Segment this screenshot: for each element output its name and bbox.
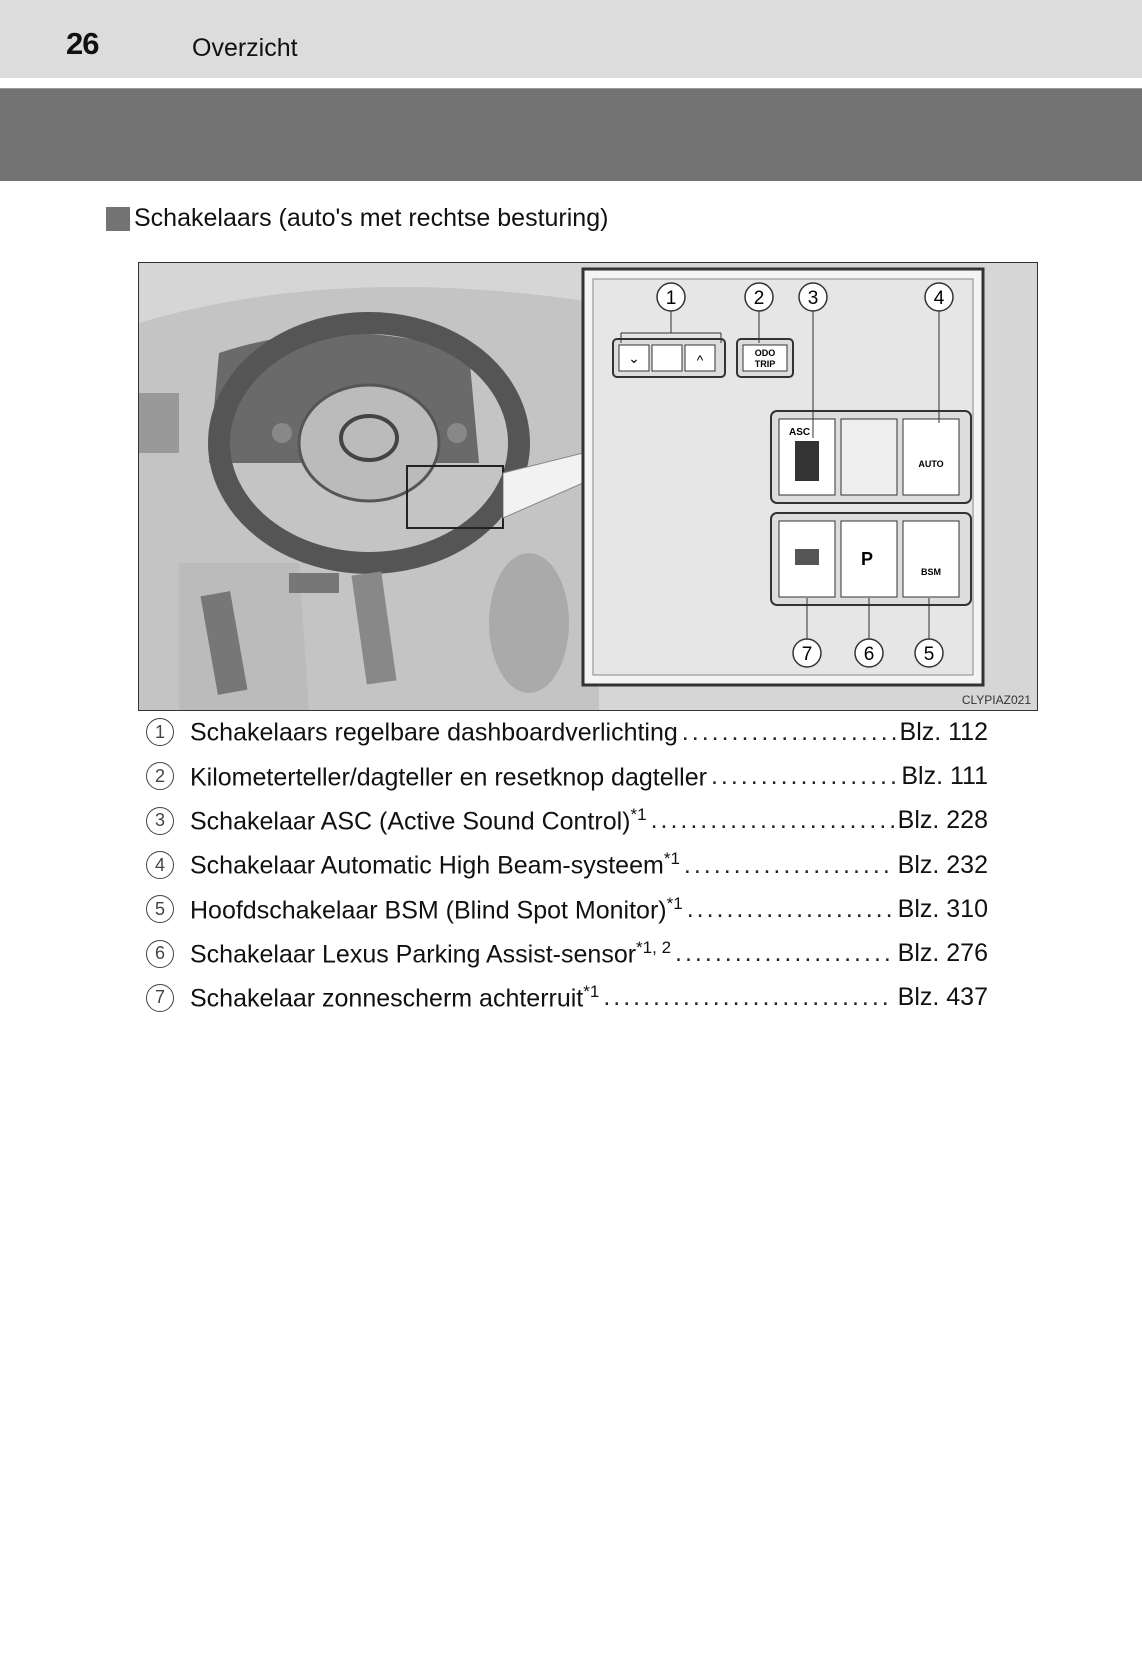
callout-1: 1 xyxy=(666,288,677,309)
svg-text:⌄: ⌄ xyxy=(628,350,640,366)
figure-code: CLYPIAZ021 xyxy=(961,693,1031,707)
page-reference[interactable]: Blz. 437 xyxy=(897,983,988,1012)
list-item: 3 Schakelaar ASC (Active Sound Control)*1… xyxy=(146,799,988,843)
page-reference[interactable]: Blz. 228 xyxy=(897,806,988,835)
item-label: Schakelaar zonnescherm achterruit xyxy=(190,984,584,1013)
list-item: 4 Schakelaar Automatic High Beam-systeem*… xyxy=(146,843,988,887)
switch-panel-inset: ⌄ ^ ODO TRIP ASC AUTO P BSM xyxy=(581,267,985,687)
page-reference[interactable]: Blz. 232 xyxy=(897,850,988,879)
auto-label: AUTO xyxy=(918,459,943,469)
bsm-label: BSM xyxy=(921,567,941,577)
list-item: 6 Schakelaar Lexus Parking Assist-sensor*… xyxy=(146,931,988,975)
callout-6: 6 xyxy=(864,644,875,665)
item-number: 1 xyxy=(146,718,174,747)
item-footnote: *1 xyxy=(583,982,600,1002)
item-footnote: *1 xyxy=(666,893,683,913)
page-header: 26 Overzicht xyxy=(0,0,1142,78)
item-label: Schakelaar Lexus Parking Assist-sensor xyxy=(190,940,637,969)
trip-label: TRIP xyxy=(755,359,776,369)
item-footnote: *1, 2 xyxy=(636,937,672,957)
list-item: 5 Hoofdschakelaar BSM (Blind Spot Monitor… xyxy=(146,887,988,931)
item-footnote: *1 xyxy=(630,805,647,825)
item-number: 6 xyxy=(146,939,174,968)
callout-markers: 1 2 3 4 5 6 7 xyxy=(656,282,954,668)
heading-square-icon xyxy=(106,206,130,231)
page-reference[interactable]: Blz. 111 xyxy=(901,761,988,790)
page-number: 26 xyxy=(66,26,99,61)
item-number: 4 xyxy=(146,851,174,880)
item-label: Schakelaar Automatic High Beam-systeem xyxy=(190,851,664,880)
item-footnote: *1 xyxy=(663,849,680,869)
leader-dots xyxy=(682,718,896,747)
callout-7: 7 xyxy=(802,644,813,665)
switch-list: 1 Schakelaars regelbare dashboardverlicht… xyxy=(146,710,988,1020)
asc-label: ASC xyxy=(789,427,810,438)
parking-label: P xyxy=(861,549,873,569)
leader-dots xyxy=(684,851,894,880)
leader-dots xyxy=(675,939,894,968)
callout-5: 5 xyxy=(924,644,935,665)
page-reference[interactable]: Blz. 112 xyxy=(899,717,988,746)
item-label: Schakelaars regelbare dashboardverlichti… xyxy=(190,718,678,747)
callout-4: 4 xyxy=(934,288,945,309)
page-reference[interactable]: Blz. 310 xyxy=(897,894,988,923)
list-item: 2 Kilometerteller/dagteller en resetknop … xyxy=(146,754,988,798)
section-heading: Schakelaars (auto's met rechtse besturin… xyxy=(106,204,608,233)
list-item: 1 Schakelaars regelbare dashboardverlicht… xyxy=(146,710,988,754)
item-number: 2 xyxy=(146,762,174,791)
item-label: Hoofdschakelaar BSM (Blind Spot Monitor) xyxy=(190,896,667,924)
steering-wheel xyxy=(208,312,530,574)
callout-2: 2 xyxy=(754,288,765,309)
page-reference[interactable]: Blz. 276 xyxy=(897,939,988,968)
item-number: 7 xyxy=(146,983,174,1012)
leader-dots xyxy=(687,895,894,924)
item-label: Kilometerteller/dagteller en resetknop d… xyxy=(190,763,707,792)
item-number: 5 xyxy=(146,895,174,924)
heading-text: Schakelaars (auto's met rechtse besturin… xyxy=(134,204,609,232)
section-title: Overzicht xyxy=(192,34,298,62)
leader-dots xyxy=(711,762,897,791)
item-number: 3 xyxy=(146,806,174,835)
dashboard-drawing: ⌄ ^ ODO TRIP ASC AUTO P BSM xyxy=(139,263,1037,710)
item-label: Schakelaar ASC (Active Sound Control) xyxy=(190,807,631,836)
list-item: 7 Schakelaar zonnescherm achterruit*1 Blz.… xyxy=(146,976,988,1020)
leader-dots xyxy=(651,806,894,835)
svg-text:^: ^ xyxy=(697,352,704,368)
leader-dots xyxy=(603,983,893,1012)
switches-illustration: ⌄ ^ ODO TRIP ASC AUTO P BSM xyxy=(138,262,1038,711)
header-band xyxy=(0,88,1142,181)
odo-label: ODO xyxy=(755,348,776,358)
callout-3: 3 xyxy=(808,288,819,309)
